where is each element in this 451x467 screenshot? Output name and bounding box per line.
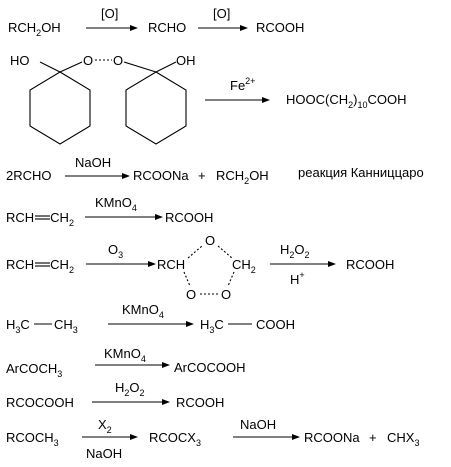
right-hydroxyl: OH — [176, 53, 196, 68]
reaction-6: H3C CH3 KMnO4 H3C COOH — [6, 302, 295, 335]
r1-reagent-1: [O] — [101, 6, 118, 21]
reaction-7: ArCOCH3 KMnO4 ArCOCOOH — [6, 346, 246, 379]
r2-arrowhead — [262, 97, 270, 103]
reaction-3: 2RCHO NaOH RCOONa + RCH2OH реакция Канни… — [6, 155, 424, 186]
r9-product-2: CHX3 — [387, 430, 419, 448]
ozonide-bond-3 — [183, 271, 191, 287]
left-oh-bond — [39, 61, 61, 73]
left-hydroxyl: HO — [10, 53, 30, 68]
right-o-bond — [123, 61, 157, 73]
peroxide-oxygen-2: O — [113, 53, 123, 68]
reaction-2: HO O O OH Fe2+ HOOC(CH2)10COOH — [10, 53, 406, 145]
r5-reagent-3: H+ — [290, 270, 305, 287]
r6-arrowhead — [186, 321, 194, 327]
ozonide-top-oxygen: O — [205, 233, 215, 248]
reaction-1: RCH2OH [O] RCHO [O] RCOOH — [8, 6, 304, 38]
r5-reagent-1: O3 — [108, 242, 123, 260]
ozonide-bottom-left-oxygen: O — [186, 287, 196, 302]
ozonide-right-carbon: CH2 — [232, 257, 256, 275]
r3-product-2: RCH2OH — [216, 168, 269, 186]
ozonide-bond-1 — [187, 245, 203, 259]
r8-reactant: RCOCOOH — [6, 395, 74, 410]
reaction-8: RCOCOOH H2O2 RCOOH — [6, 380, 224, 410]
ozonide-bottom-right-oxygen: O — [221, 287, 231, 302]
r9-reagent-2: NaOH — [240, 417, 276, 432]
r3-reaction-name: реакция Канниццаро — [298, 165, 424, 180]
r3-arrowhead — [122, 173, 130, 179]
r9-product-1: RCOONa — [304, 430, 360, 445]
left-cyclohexane-ring — [29, 71, 91, 145]
r4-arrowhead — [155, 214, 163, 220]
r3-reagent: NaOH — [75, 155, 111, 170]
r5-product: RCOOH — [346, 257, 394, 272]
r1-arrowhead-1 — [130, 25, 138, 31]
r9-reactant: RCOCH3 — [6, 430, 59, 448]
r4-product: RCOOH — [165, 210, 213, 225]
r3-reactant: 2RCHO — [6, 168, 52, 183]
r2-product: HOOC(CH2)10COOH — [286, 92, 406, 110]
r6-reagent: KMnO4 — [122, 302, 164, 320]
r8-reagent: H2O2 — [115, 380, 145, 398]
r1-intermediate: RCHO — [148, 20, 186, 35]
r9-reagent-1: X2 — [98, 417, 112, 435]
r2-reagent: Fe2+ — [230, 76, 255, 93]
r6-product-left: H3C — [200, 317, 224, 335]
r7-reactant: ArCOCH3 — [6, 361, 62, 379]
r6-reactant-right: CH3 — [54, 317, 78, 335]
r4-reagent: KMnO4 — [95, 195, 137, 213]
r9-arrowhead-1 — [130, 434, 138, 440]
r7-arrowhead — [162, 362, 170, 368]
ozonide-bond-2 — [217, 245, 233, 259]
r1-arrowhead-2 — [240, 25, 248, 31]
r3-plus: + — [198, 168, 206, 183]
r9-intermediate: RCOCX3 — [149, 430, 201, 448]
r6-reactant-left: H3C — [6, 317, 30, 335]
r1-reactant: RCH2OH — [8, 20, 61, 38]
r9-plus: + — [369, 430, 377, 445]
peroxide-oxygen-1: O — [83, 53, 93, 68]
r8-arrowhead — [162, 399, 170, 405]
r1-product: RCOOH — [256, 20, 304, 35]
r7-product: ArCOCOOH — [174, 360, 246, 375]
reaction-9: RCOCH3 X2 NaOH RCOCX3 NaOH RCOONa + CHX3 — [6, 417, 419, 461]
r9-arrowhead-2 — [292, 434, 300, 440]
r6-product-right: COOH — [256, 317, 295, 332]
r1-reagent-2: [O] — [213, 6, 230, 21]
r5-arrowhead-1 — [148, 261, 156, 267]
r7-reagent: KMnO4 — [104, 346, 146, 364]
right-oh-bond — [155, 61, 177, 73]
ozonide-bond-5 — [227, 271, 235, 287]
left-o-bond — [59, 61, 83, 73]
ozonide-left-carbon: RCH — [157, 257, 185, 272]
r5-reagent-2: H2O2 — [280, 242, 310, 260]
r3-product-1: RCOONa — [133, 168, 189, 183]
r9-reagent-1b: NaOH — [86, 446, 122, 461]
r8-product: RCOOH — [176, 395, 224, 410]
r5-arrowhead-2 — [328, 261, 336, 267]
right-cyclohexane-ring — [125, 71, 187, 145]
